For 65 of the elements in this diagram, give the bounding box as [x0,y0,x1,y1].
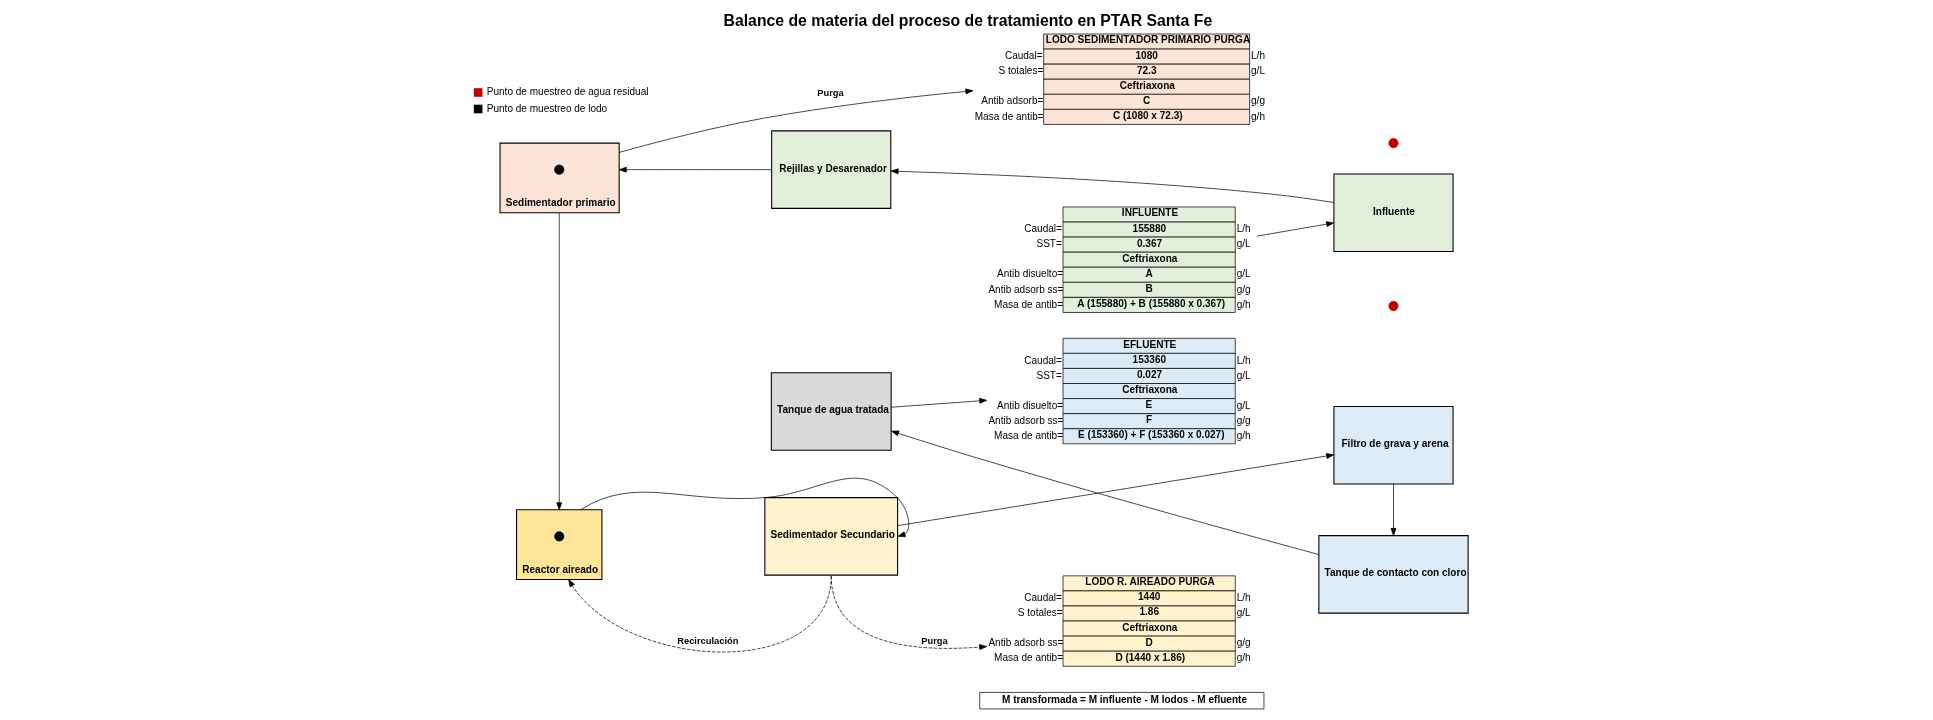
arrow [556,212,563,511]
node-label: g/h [1236,429,1251,441]
node-label: Antib adsorb ss= [988,637,1064,649]
node-label: Antib disuelto= [997,268,1064,280]
node-label: Caudal= [1024,223,1062,235]
node-box: Influente [1333,173,1454,252]
node-circle [554,164,565,175]
node-label: g/L [1236,238,1251,250]
arrow [897,453,1335,527]
node-label: L/h [1236,354,1251,366]
node-label: SST= [1036,238,1062,250]
node-label: S totales= [998,65,1044,77]
node-label: Caudal= [1004,50,1043,62]
legend-label: Punto de muestreo de agua residual [486,86,649,98]
node-label: Antib adsorb ss= [988,283,1064,295]
node-label: g/L [1236,399,1251,411]
node-label: g/h [1236,298,1251,310]
node-label: Antib adsorb ss= [988,414,1064,426]
node-label: g/L [1251,65,1265,77]
node-box: M transformada = M influente - M lodos - M efluente [979,692,1265,710]
node-label: L/h [1236,592,1251,604]
node-label: Masa de antib= [974,110,1044,122]
node-label: L/h [1236,223,1251,235]
node-label: g/L [1236,369,1251,381]
node-label: g/g [1236,414,1251,426]
arrow [1390,483,1397,536]
node-box: Sedimentador Secundario [764,497,899,576]
node-label: Antib adsorb= [981,95,1044,107]
arrow [580,477,910,537]
node-label: g/L [1236,607,1251,619]
edge-label: Purga [921,636,948,647]
node-label: g/g [1236,283,1251,295]
node-label: L/h [1251,50,1265,62]
node-box: Tanque de contacto con cloro [1318,535,1469,614]
arrow [890,398,988,408]
node-box: Rejillas y Desarenador [771,130,892,209]
arrow [618,166,772,173]
node-label: Masa de antib= [994,298,1063,310]
node-label: g/g [1251,95,1265,107]
edge-label: Recirculación [677,636,739,647]
node-label: SST= [1036,369,1062,381]
node-label: Caudal= [1024,354,1062,366]
legend-label: Punto de muestreo de lodo [486,102,608,114]
cluster: Reactor aireado [516,509,603,580]
node-box: Filtro de grava y arena [1333,405,1454,485]
node-label: g/g [1236,637,1251,649]
arrow [890,168,1335,203]
node-label: S totales= [1017,607,1063,619]
node-label: g/h [1236,652,1251,664]
cluster: Sedimentador primario [499,142,620,214]
arrow [1256,221,1335,237]
edge-label: Purga [817,88,844,99]
node-label: Masa de antib= [994,429,1063,441]
node-label: Caudal= [1024,592,1062,604]
node-circle [1388,300,1399,312]
node-label: Antib disuelto= [997,399,1064,411]
arrow [618,88,974,153]
node-label: Masa de antib= [994,652,1063,664]
node-box: Tanque de agua tratada [770,372,892,451]
node-circle [1388,138,1399,149]
diagram-title: Balance de materia del proceso de tratamiento en PTAR Santa Fe [723,11,1213,29]
arrow [568,575,832,653]
node-circle [554,531,565,542]
node-label: g/h [1251,110,1265,122]
node-label: g/L [1236,268,1251,280]
